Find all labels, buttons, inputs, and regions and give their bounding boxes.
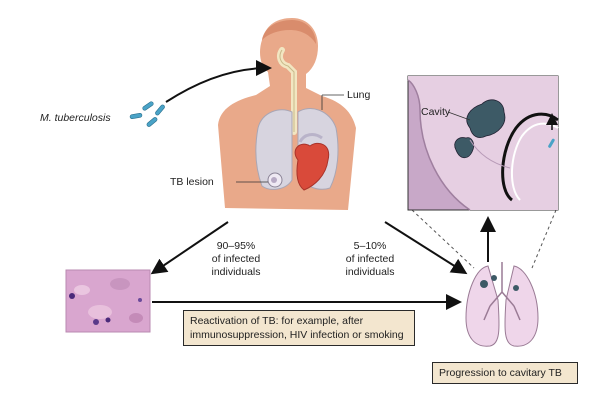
left-branch-arrow bbox=[150, 221, 229, 275]
cavity-label: Cavity bbox=[421, 106, 451, 118]
zoom-line-right bbox=[531, 209, 557, 269]
progression-percentage: 5–10% of infected individuals bbox=[345, 240, 395, 278]
inhalation-arrow bbox=[165, 60, 272, 103]
cavitary-lungs bbox=[465, 262, 539, 347]
lung-label: Lung bbox=[347, 89, 371, 101]
latent-tissue-image bbox=[65, 269, 151, 333]
bacteria-cluster bbox=[129, 101, 165, 127]
latent-percentage: 90–95% of infected individuals bbox=[211, 240, 261, 278]
cavity-inset bbox=[407, 75, 559, 211]
zoom-line-left bbox=[411, 209, 475, 269]
trachea-outline bbox=[279, 49, 295, 132]
pathogen-label: M. tuberculosis bbox=[40, 112, 111, 124]
aorta bbox=[298, 133, 323, 143]
left-lung bbox=[255, 109, 293, 190]
progression-box: Progression to cavitary TB bbox=[432, 362, 578, 384]
reactivation-box: Reactivation of TB: for example, after i… bbox=[183, 310, 415, 346]
tb-lesion-label: TB lesion bbox=[170, 176, 214, 188]
heart bbox=[294, 142, 330, 191]
right-branch-arrow bbox=[384, 221, 468, 275]
